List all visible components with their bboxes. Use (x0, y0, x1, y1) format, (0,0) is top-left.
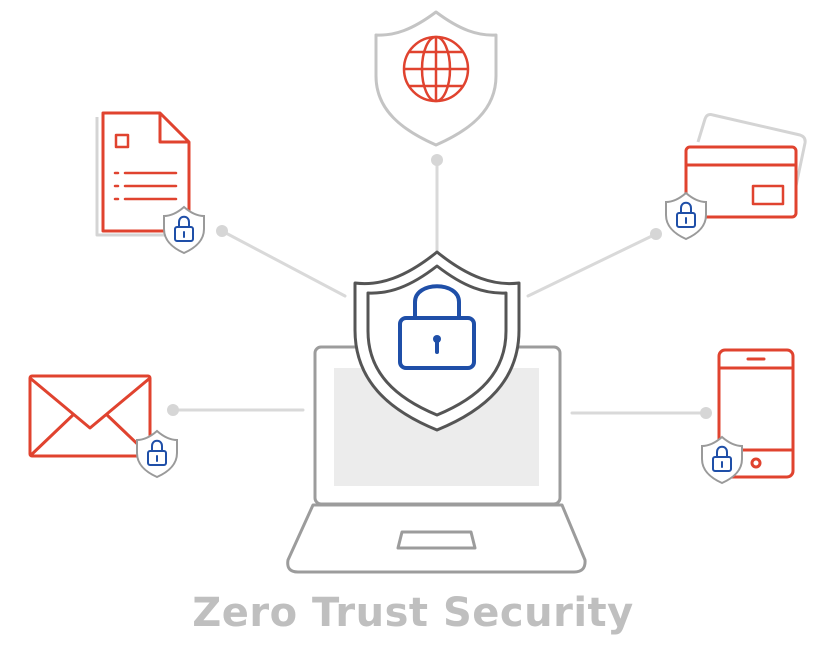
envelope-icon (28, 374, 152, 458)
document-icon (95, 111, 191, 237)
shield-icon (353, 250, 521, 432)
connector-dots (167, 154, 712, 419)
globe-icon (402, 35, 470, 103)
credit-card-icon (684, 113, 807, 219)
connector-card (526, 232, 658, 298)
diagram-caption: Zero Trust Security (192, 590, 634, 636)
connector-document (220, 229, 347, 298)
connectors (171, 158, 707, 415)
globe-shield (374, 10, 498, 147)
padlock-icon (398, 284, 476, 370)
